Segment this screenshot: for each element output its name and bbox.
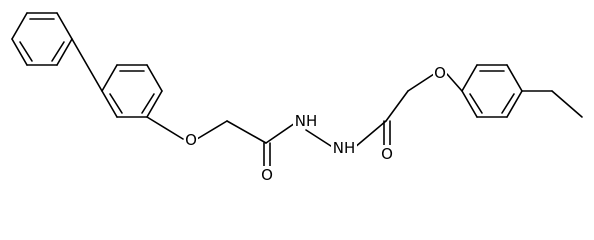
atom-nh-right-label: NH	[333, 139, 356, 157]
atom-o-right-label: O	[434, 64, 446, 82]
molecule-diagram: O NH NH O O O	[11, 12, 583, 184]
atom-nh-right: NH	[331, 139, 357, 157]
atom-o-left-label: O	[185, 131, 197, 149]
atom-o-carbonyl-right: O	[380, 145, 394, 163]
atom-o-right: O	[433, 64, 447, 82]
ethyl-bond-2	[551, 90, 583, 118]
structure-canvas: O NH NH O O O	[11, 12, 583, 184]
atom-o-left: O	[184, 131, 198, 149]
atom-nh-left: NH	[293, 112, 319, 130]
atom-o-carbonyl-left: O	[260, 166, 274, 184]
atom-nh-left-label: NH	[295, 112, 318, 130]
ethylphenyl-ring	[461, 64, 523, 118]
phenylene-ring	[101, 64, 163, 118]
biaryl-bond	[71, 38, 103, 92]
atom-o-carbonyl-left-label: O	[261, 166, 273, 184]
phenyl-ring	[11, 12, 73, 66]
atom-o-carbonyl-right-label: O	[381, 145, 393, 163]
